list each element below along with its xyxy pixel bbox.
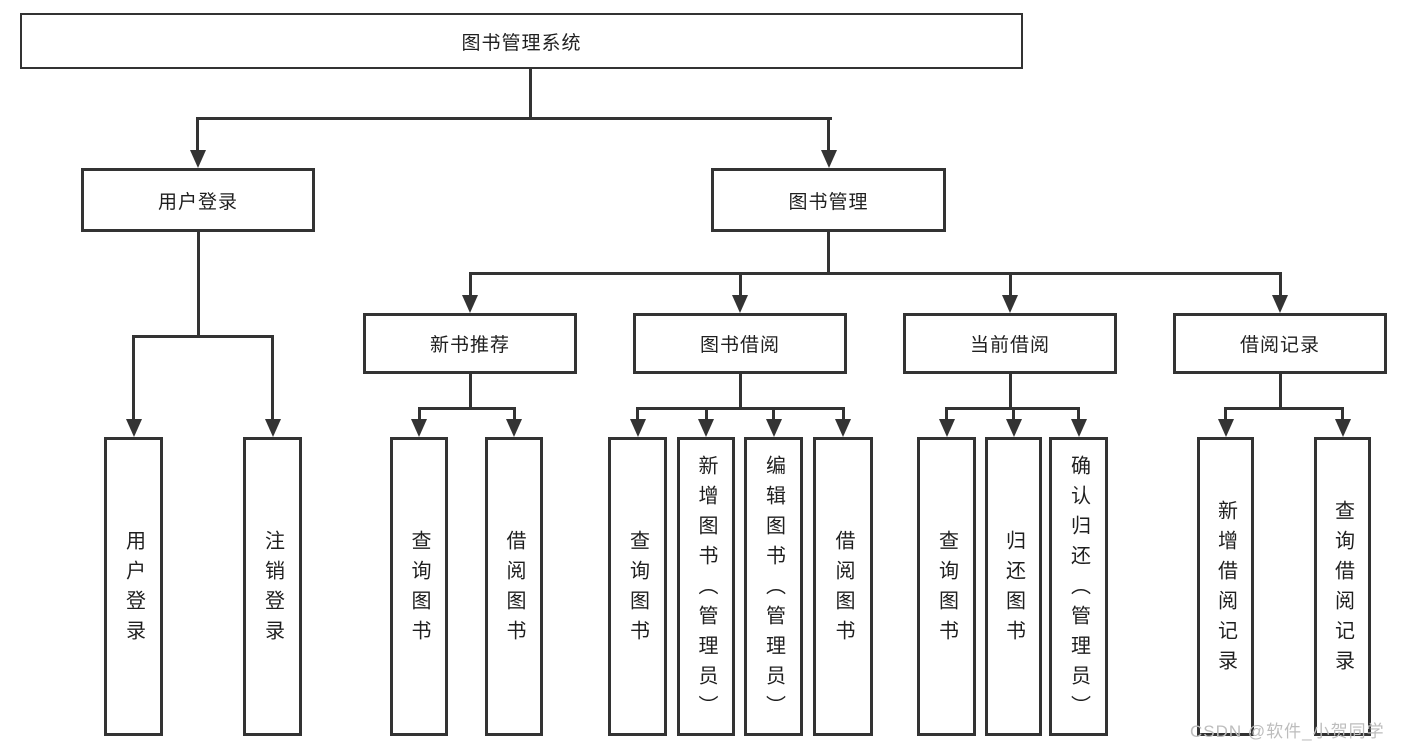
arrowhead-icon bbox=[630, 419, 646, 437]
connector-line bbox=[827, 117, 830, 150]
arrowhead-icon bbox=[1002, 295, 1018, 313]
arrowhead-icon bbox=[732, 295, 748, 313]
node-borrow-records: 借阅记录 bbox=[1173, 313, 1387, 374]
connector-line bbox=[705, 407, 708, 419]
connector-line bbox=[132, 335, 274, 338]
leaf-newbook-query-books: 查询图书 bbox=[390, 437, 448, 736]
arrowhead-icon bbox=[126, 419, 142, 437]
connector-line bbox=[196, 117, 199, 150]
arrowhead-icon bbox=[1218, 419, 1234, 437]
connector-line bbox=[469, 272, 472, 295]
connector-line bbox=[469, 272, 1281, 275]
node-user-login: 用户登录 bbox=[81, 168, 315, 232]
connector-line bbox=[271, 335, 274, 419]
leaf-newbook-borrow-books: 借阅图书 bbox=[485, 437, 543, 736]
arrowhead-icon bbox=[821, 150, 837, 168]
connector-line bbox=[418, 407, 515, 410]
leaf-borrow-borrow-books: 借阅图书 bbox=[813, 437, 873, 736]
arrowhead-icon bbox=[698, 419, 714, 437]
node-new-book-recommend: 新书推荐 bbox=[363, 313, 577, 374]
connector-line bbox=[827, 232, 830, 272]
arrowhead-icon bbox=[1272, 295, 1288, 313]
connector-line bbox=[739, 374, 742, 407]
leaf-borrow-add-books-admin: 新增图书（管理员） bbox=[677, 437, 735, 736]
arrowhead-icon bbox=[939, 419, 955, 437]
connector-line bbox=[1077, 407, 1080, 419]
leaf-logout: 注销登录 bbox=[243, 437, 302, 736]
connector-line bbox=[1224, 407, 1343, 410]
connector-line bbox=[1009, 374, 1012, 407]
connector-line bbox=[529, 69, 532, 117]
connector-line bbox=[772, 407, 775, 419]
connector-line bbox=[739, 272, 742, 295]
leaf-records-add-record: 新增借阅记录 bbox=[1197, 437, 1254, 736]
node-book-borrow: 图书借阅 bbox=[633, 313, 847, 374]
connector-line bbox=[197, 232, 200, 335]
leaf-borrow-query-books: 查询图书 bbox=[608, 437, 667, 736]
connector-line bbox=[418, 407, 421, 419]
connector-line bbox=[636, 407, 639, 419]
leaf-user-login: 用户登录 bbox=[104, 437, 163, 736]
node-root: 图书管理系统 bbox=[20, 13, 1023, 69]
arrowhead-icon bbox=[1006, 419, 1022, 437]
leaf-borrow-edit-books-admin: 编辑图书（管理员） bbox=[744, 437, 803, 736]
connector-line bbox=[132, 335, 135, 419]
connector-line bbox=[1224, 407, 1227, 419]
arrowhead-icon bbox=[265, 419, 281, 437]
leaf-records-query-record: 查询借阅记录 bbox=[1314, 437, 1371, 736]
connector-line bbox=[636, 407, 844, 410]
arrowhead-icon bbox=[766, 419, 782, 437]
connector-line bbox=[842, 407, 845, 419]
arrowhead-icon bbox=[1071, 419, 1087, 437]
connector-line bbox=[1341, 407, 1344, 419]
leaf-current-confirm-return-admin: 确认归还（管理员） bbox=[1049, 437, 1108, 736]
arrowhead-icon bbox=[506, 419, 522, 437]
connector-line bbox=[1279, 272, 1282, 295]
leaf-current-query-books: 查询图书 bbox=[917, 437, 976, 736]
connector-line bbox=[1009, 272, 1012, 295]
node-current-borrow: 当前借阅 bbox=[903, 313, 1117, 374]
connector-line bbox=[945, 407, 948, 419]
arrowhead-icon bbox=[835, 419, 851, 437]
connector-line bbox=[196, 117, 832, 120]
connector-line bbox=[1279, 374, 1282, 407]
arrowhead-icon bbox=[462, 295, 478, 313]
connector-line bbox=[1012, 407, 1015, 419]
watermark: CSDN @软件_小贺同学 bbox=[1190, 722, 1385, 741]
connector-line bbox=[513, 407, 516, 419]
arrowhead-icon bbox=[1335, 419, 1351, 437]
arrowhead-icon bbox=[190, 150, 206, 168]
arrowhead-icon bbox=[411, 419, 427, 437]
connector-line bbox=[469, 374, 472, 407]
leaf-current-return-books: 归还图书 bbox=[985, 437, 1042, 736]
node-book-management: 图书管理 bbox=[711, 168, 946, 232]
